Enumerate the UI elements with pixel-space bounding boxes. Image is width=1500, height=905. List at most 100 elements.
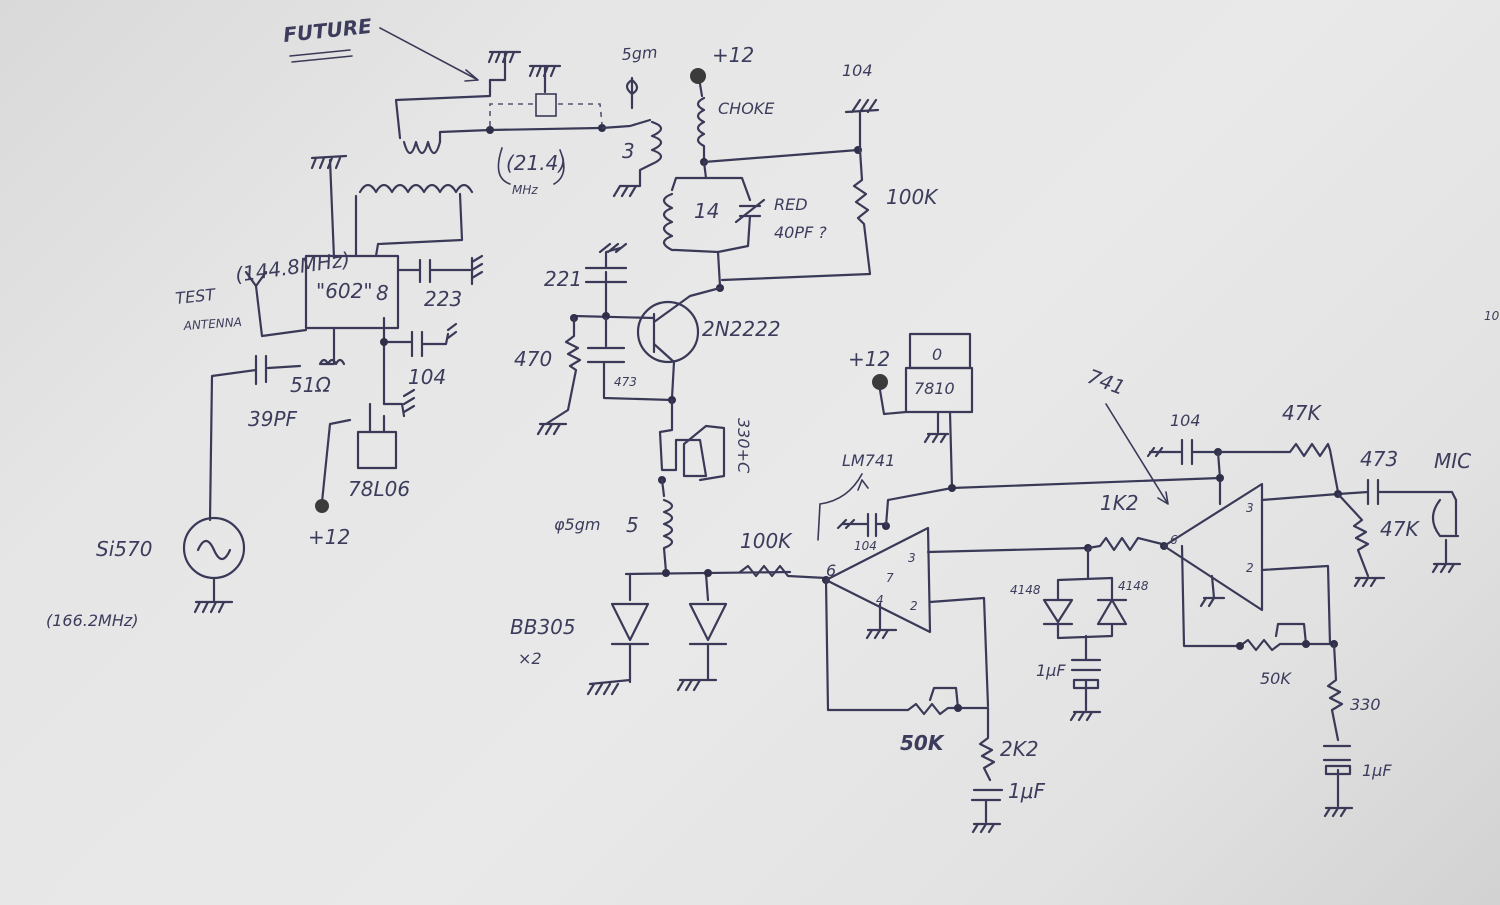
varicap-qty-label: ×2 [518,649,542,668]
si570-input: 51Ω 39PF Si570 (166.2MHz) [46,326,346,630]
opamp2-arrow [1105,403,1169,505]
crystal-symbol [535,93,557,117]
reg-wiring [878,388,950,444]
c473-mic-label: 473 [1360,447,1398,471]
78l06-body [356,430,398,470]
junction-dot [948,484,956,492]
r330-label: 330 [1350,695,1381,714]
junction-dot [1236,642,1244,650]
crystal-parens [497,147,565,185]
r47k-mid-label: 47K [1380,517,1420,541]
c40pf-label: 40PF ? [774,223,827,242]
varicaps: BB305 ×2 [510,569,792,696]
future-note: FUTURE [282,14,479,82]
oscillator-tank: 3 5gm +12 CHOKE 104 100K 14 RED 40PF ? [600,43,939,282]
r47k-top-label: 47K [1282,401,1322,425]
sine-icon [196,539,232,561]
capacitor-473-mic [1260,478,1458,506]
opamp1-label: LM741 [842,451,895,470]
ground-symbol [528,64,562,94]
junction-dot [1216,474,1224,482]
r51-label: 51Ω [290,373,331,397]
oscillator-transistor: 2N2222 221 470 473 330+C φ5gm 5 [514,242,781,574]
phi-symbol [625,76,639,110]
crystal-filter: (21.4) MHz [394,50,606,197]
ground-symbol [865,602,898,640]
varicap-diode-1 [586,602,650,696]
wire [928,596,990,708]
coil-5gm-label: φ5gm [554,515,600,534]
pin6-b-label: 6 [1170,533,1178,547]
wire [318,326,346,366]
capacitor-221 [572,242,656,320]
opamp1-triangle [824,526,932,634]
resistor-330-cap [1322,642,1354,818]
c104-top-label: 104 [842,61,873,80]
78l06-label: 78L06 [348,477,410,501]
junction-dot [954,704,962,712]
microphone-symbol [1431,498,1462,574]
resistor-1k2 [1086,536,1164,552]
pot-50k-b-label: 50K [1260,669,1292,688]
si570-freq-label: (166.2MHz) [46,611,139,630]
diode-limiter: 4148 4148 1μF [1010,544,1149,722]
capacitor-104-opamp1 [836,512,888,538]
ground-symbol [382,388,416,418]
wire [884,486,954,528]
v12-reg-label: +12 [848,347,890,371]
pin2-b-label: 2 [1246,561,1254,575]
junction-dot [486,126,494,134]
ic-pin8-label: 8 [376,281,389,305]
junction-dot [1302,640,1310,648]
coil-330 [658,398,726,482]
diode-2 [1096,598,1128,626]
wire [716,250,722,288]
capacitor-104-right [1146,438,1220,466]
wire [438,126,602,144]
choke-5gm-label: 5gm [621,43,658,64]
v12-top-label: +12 [712,43,754,67]
pin3-a-label: 3 [908,551,916,565]
reg-0-label: 0 [932,345,942,364]
junction-dot [662,569,670,577]
antenna-label: ANTENNA [182,315,242,333]
tank-coil-and-trimmer [662,160,766,254]
future-label: FUTURE [282,14,373,47]
pin7-a-label: 7 [886,571,894,585]
pot-50k-b [1180,544,1336,652]
varicap-label: BB305 [510,615,576,639]
varicap-diode-2 [676,602,728,692]
limiter-cap-ground [1056,622,1114,722]
transistor-leads [652,286,722,400]
c1uf-b-label: 1μF [1036,661,1066,680]
r2k2-label: 2K2 [1000,737,1039,761]
c104-right-label: 104 [1170,411,1201,430]
ground-symbol [310,154,348,170]
r100k-mid-label: 100K [740,529,793,553]
c104-left-label: 104 [408,365,446,389]
resistor-100k [720,148,872,282]
wire [320,402,386,504]
ic-602-label: "602" [316,279,373,303]
regulator-78l06: 104 78L06 +12 [308,316,458,549]
mixer-ic: "602" 8 223 (144.8MHz) [234,154,484,330]
supply-terminal [315,499,329,513]
regulator-7810: 0 7810 +12 [848,332,1222,492]
si570-label: Si570 [96,537,152,561]
pin2-a-label: 2 [910,599,918,613]
wire [702,148,860,164]
r470-label: 470 [514,347,552,371]
junction-dot [602,312,610,320]
crystal-unit-label: MHz [512,183,538,197]
wire [394,50,507,140]
r100k-top-label: 100K [886,185,939,209]
crystal-freq-label: (21.4) [506,151,566,175]
resistor-2k2-cap [970,706,1004,834]
pin4-a-label: 4 [876,593,884,607]
junction-dot [704,569,712,577]
antenna-symbol [244,270,308,338]
c39pf-label: 39PF [248,407,298,431]
cap-plate [1324,764,1352,776]
reg-7810-label: 7810 [914,379,955,398]
